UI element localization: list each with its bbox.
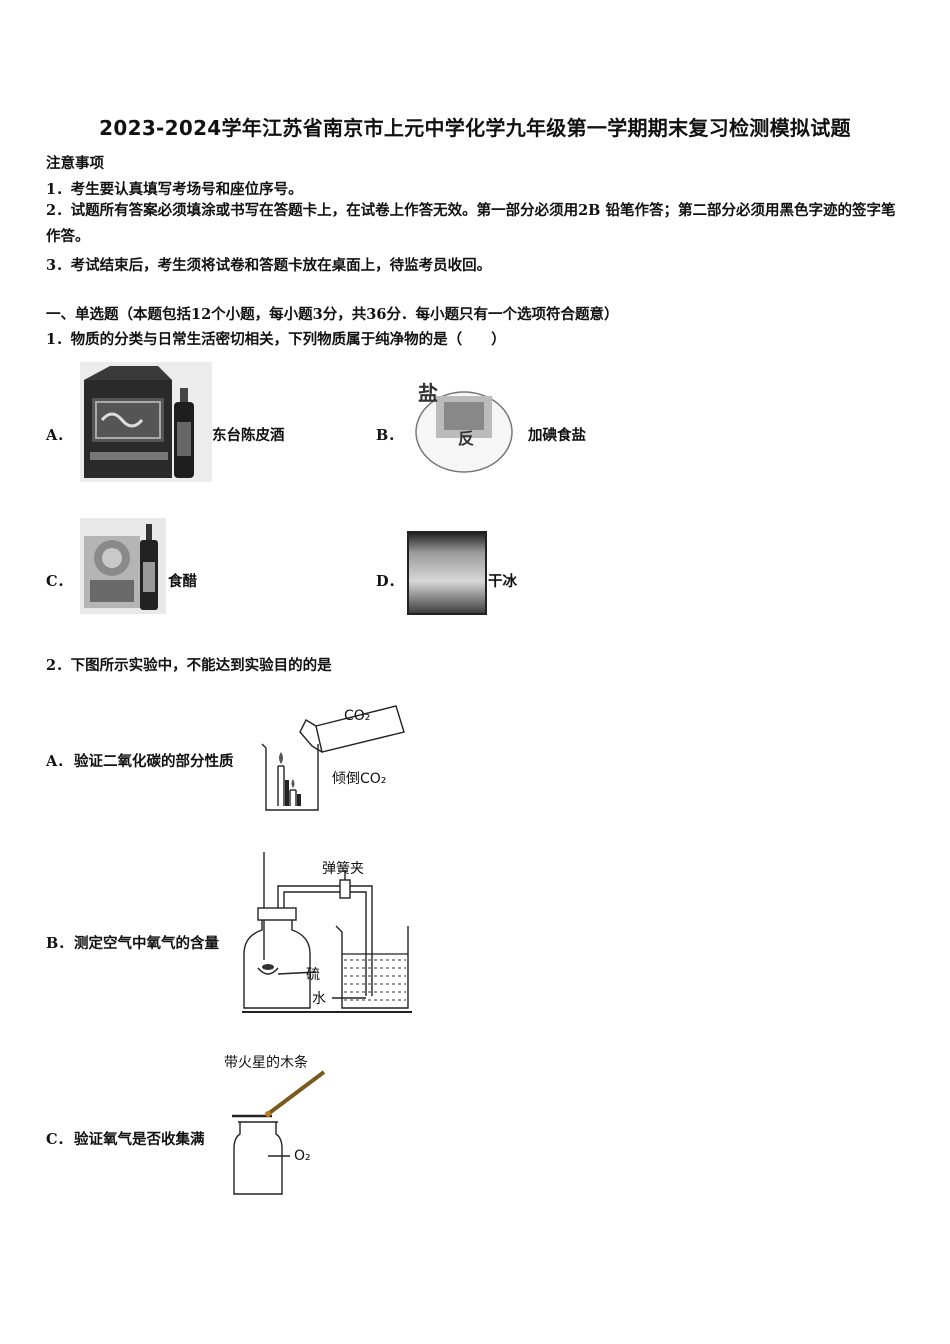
q2-option-b-letter: B． [46, 935, 73, 952]
q2-option-c-text: 验证氧气是否收集满 [74, 1131, 205, 1148]
q1-option-a-text: 东台陈皮酒 [212, 427, 285, 444]
page-title: 2023-2024学年江苏省南京市上元中学化学九年级第一学期期末复习检测模拟试题 [99, 116, 851, 140]
notice-heading: 注意事项 [46, 155, 104, 172]
question-1-stem: 1．物质的分类与日常生活密切相关，下列物质属于纯净物的是（ ） [46, 331, 506, 348]
question-2-stem: 2．下图所示实验中，不能达到实验目的的是 [46, 657, 332, 674]
svg-text:反: 反 [458, 429, 474, 448]
sulfur-label: 硫 [306, 967, 320, 983]
liquor-box-image [80, 362, 212, 482]
q1-option-d-text: 干冰 [488, 573, 517, 590]
glowing-splint-diagram [232, 1070, 326, 1195]
section-heading: 一、单选题（本题包括12个小题，每小题3分，共36分．每小题只有一个选项符合题意… [46, 306, 619, 323]
notice-item-2: 2．试题所有答案必须填涂或书写在答题卡上，在试卷上作答无效。第一部分必须用2B … [46, 202, 896, 245]
iodized-salt-image: 盐 反 [415, 381, 513, 473]
q1-option-a-letter: A． [46, 427, 72, 444]
spring-clamp-label: 弹簧夹 [322, 861, 364, 877]
notice-item-3: 3．考试结束后，考生须将试卷和答题卡放在桌面上，待监考员收回。 [46, 257, 492, 274]
svg-text:盐: 盐 [418, 381, 438, 405]
q2-option-b-text: 测定空气中氧气的含量 [74, 935, 219, 952]
co2-pouring-diagram [261, 705, 405, 811]
oxygen-content-apparatus [242, 852, 412, 1013]
q1-option-b-letter: B． [376, 427, 403, 444]
oxygen-label: O₂ [294, 1148, 311, 1164]
q1-option-d-letter: D． [376, 573, 404, 590]
notice-item-1: 1．考生要认真填写考场号和座位序号。 [46, 181, 303, 198]
pour-co2-label: 倾倒CO₂ [332, 771, 387, 787]
co2-bottle-label: CO₂ [344, 708, 371, 724]
dry-ice-image [407, 531, 487, 615]
q1-option-c-letter: C． [46, 573, 73, 590]
water-label: 水 [312, 991, 326, 1007]
q2-option-a-letter: A． [46, 753, 72, 770]
vinegar-image [80, 518, 166, 614]
q2-option-a-text: 验证二氧化碳的部分性质 [74, 753, 234, 770]
q1-option-b-text: 加碘食盐 [528, 427, 586, 444]
glowing-splint-label: 带火星的木条 [224, 1055, 308, 1071]
q2-option-c-letter: C． [46, 1131, 73, 1148]
q1-option-c-text: 食醋 [168, 573, 197, 590]
